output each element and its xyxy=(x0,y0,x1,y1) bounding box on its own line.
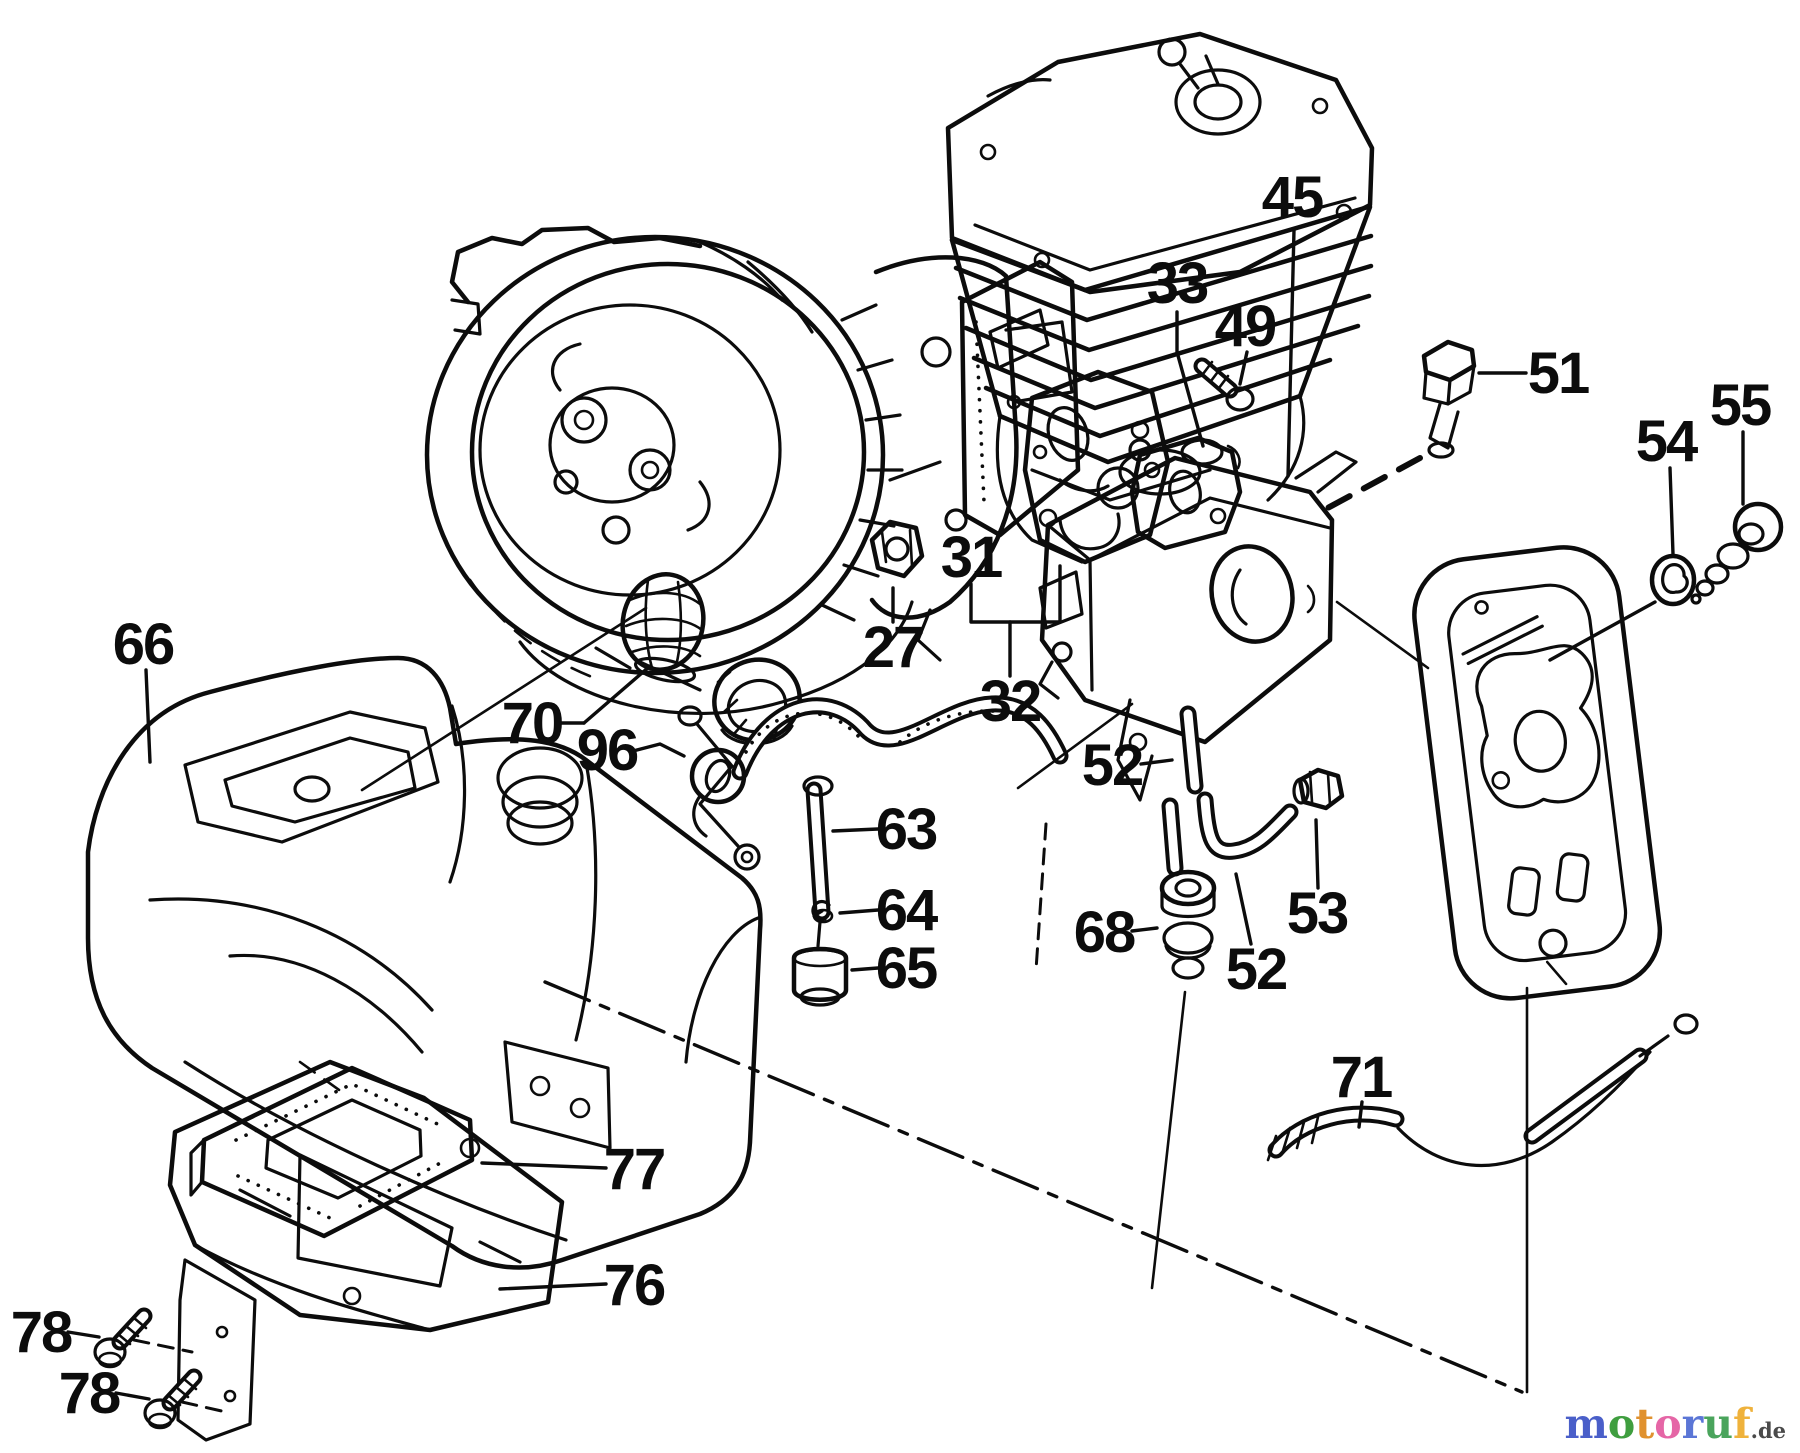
screw-78a-drawing xyxy=(93,1307,153,1369)
label-49-leader xyxy=(1238,350,1249,386)
label-53-leader xyxy=(1314,818,1320,890)
label-63-leader xyxy=(831,827,880,833)
label-55: 55 xyxy=(1710,373,1771,438)
valve-55-drawing xyxy=(1690,501,1784,605)
label-33-leader xyxy=(1175,310,1205,448)
logo-letter: t xyxy=(1635,1400,1655,1448)
label-49: 49 xyxy=(1215,294,1276,359)
label-78-b-leader xyxy=(114,1391,151,1401)
logo-letter: r xyxy=(1681,1400,1704,1448)
label-96: 96 xyxy=(577,718,638,783)
nut-27-drawing xyxy=(869,519,925,579)
bracket-76-drawing xyxy=(132,1040,612,1442)
label-68: 68 xyxy=(1074,900,1135,965)
label-51: 51 xyxy=(1528,341,1589,406)
label-53: 53 xyxy=(1287,881,1348,946)
engine-cylinder-drawing xyxy=(945,31,1375,564)
label-65-leader xyxy=(850,966,880,972)
label-45-leader xyxy=(1286,228,1296,478)
label-54-leader xyxy=(1668,466,1675,556)
gasket-31-drawing xyxy=(959,259,1081,538)
label-63: 63 xyxy=(876,797,937,862)
label-27: 27 xyxy=(863,615,924,680)
logo-letter: u xyxy=(1703,1400,1733,1448)
carburetor-45-drawing xyxy=(1038,438,1358,802)
label-45: 45 xyxy=(1262,165,1323,230)
label-64-leader xyxy=(838,908,880,915)
carb-to-plate-line xyxy=(1335,600,1430,670)
label-78-a: 78 xyxy=(11,1300,72,1365)
label-77: 77 xyxy=(604,1137,665,1202)
fuel-strainer-drawing xyxy=(620,572,706,684)
air-filter-plate-drawing xyxy=(1412,545,1663,1001)
fuel-line-52-upper-drawing xyxy=(1179,705,1204,795)
label-65: 65 xyxy=(876,936,937,1001)
label-70-leader xyxy=(582,664,652,725)
throttle-cable-71-drawing xyxy=(1266,1013,1699,1168)
label-68-leader xyxy=(1130,926,1159,933)
label-31-leader xyxy=(969,564,1062,624)
label-66-leader xyxy=(144,668,152,764)
label-52-upper-leader xyxy=(1139,758,1174,766)
screw-78b-drawing xyxy=(143,1368,203,1430)
label-52-lower-leader xyxy=(1234,872,1253,946)
fuel-tank-66-drawing xyxy=(85,655,763,1270)
label-70: 70 xyxy=(502,691,563,756)
fuel-line-straight-drawing xyxy=(1161,797,1184,877)
motoruf-watermark-logo: motoruf.de xyxy=(1565,1404,1786,1445)
label-78-a-leader xyxy=(66,1330,101,1339)
label-32: 32 xyxy=(980,669,1041,734)
fuel-filter-65-drawing xyxy=(791,920,849,1007)
assembly-axis-diagonal xyxy=(543,980,1524,1394)
choke-knob-51-drawing xyxy=(1321,339,1477,513)
nut-53-drawing xyxy=(1292,767,1345,811)
engine-crankcase-flywheel-drawing xyxy=(424,225,1074,716)
label-54-leader xyxy=(1548,600,1657,662)
cap-retainer-96-drawing xyxy=(677,705,761,871)
logo-letter: o xyxy=(1654,1400,1682,1448)
label-52-lower: 52 xyxy=(1226,937,1287,1002)
label-71-leader xyxy=(1357,1100,1364,1129)
logo-letter: o xyxy=(1607,1400,1636,1448)
fuel-line-52-lower-drawing xyxy=(1196,791,1299,860)
logo-letter: m xyxy=(1564,1400,1608,1448)
label-71: 71 xyxy=(1331,1045,1392,1110)
grommet-68-drawing xyxy=(1159,869,1217,980)
logo-suffix: .de xyxy=(1750,1418,1786,1443)
label-78-b: 78 xyxy=(59,1361,120,1426)
carb-hose-line xyxy=(1016,702,1134,790)
gasket-33-drawing xyxy=(1129,435,1243,551)
screw-49-drawing xyxy=(1193,357,1255,412)
label-52-upper: 52 xyxy=(1082,733,1143,798)
label-64: 64 xyxy=(876,878,938,943)
hose-hidden-line xyxy=(1034,822,1048,972)
label-33: 33 xyxy=(1147,251,1208,316)
fuel-pickup-63-drawing xyxy=(689,695,1069,924)
label-76-leader xyxy=(498,1282,608,1291)
gasket-77-drawing xyxy=(189,1065,475,1239)
label-31: 31 xyxy=(941,525,1002,590)
label-96-leader xyxy=(631,742,686,758)
label-77-leader xyxy=(480,1161,608,1170)
label-54: 54 xyxy=(1636,409,1698,474)
clip-64-drawing xyxy=(811,899,831,922)
logo-letter: f xyxy=(1733,1400,1751,1448)
washer-54-drawing xyxy=(1649,553,1697,607)
label-76: 76 xyxy=(604,1253,665,1318)
label-66: 66 xyxy=(113,612,174,677)
